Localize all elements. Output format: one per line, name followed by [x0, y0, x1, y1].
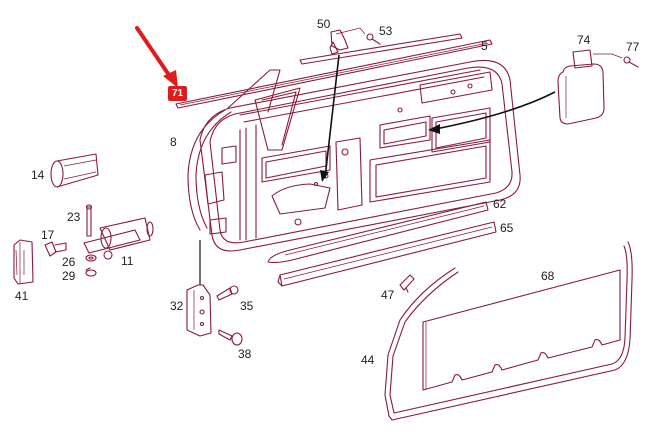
label-part-5: 5 — [481, 39, 488, 53]
part-77-screw — [593, 53, 639, 68]
part-14-stop-buffer — [50, 153, 99, 188]
label-part-11: 11 — [121, 254, 134, 268]
part-62-weatherstrip — [267, 201, 489, 264]
part-68-vapor-barrier — [422, 269, 621, 391]
part-29-clip — [85, 267, 97, 277]
label-part-32: 32 — [170, 299, 184, 313]
part-32-door-hinge — [186, 284, 212, 337]
part-11-check-strap — [83, 217, 154, 260]
leader-50 — [324, 54, 340, 179]
part-17-bolt — [44, 241, 67, 257]
part-71-channel-strip — [175, 39, 493, 109]
label-part-14: 14 — [31, 168, 45, 182]
label-part-44: 44 — [361, 353, 375, 367]
part-53-screw — [366, 33, 381, 45]
highlighted-part-callout[interactable]: 71 — [168, 86, 187, 101]
label-part-77: 77 — [626, 40, 640, 54]
label-part-38: 38 — [238, 347, 252, 361]
part-35-screw — [216, 285, 239, 301]
label-part-26: 26 — [62, 255, 76, 269]
red-arrow-icon — [135, 26, 178, 88]
part-50-bracket — [329, 27, 366, 55]
label-part-53: 53 — [379, 24, 393, 38]
label-part-23: 23 — [67, 210, 81, 224]
label-part-17: 17 — [41, 228, 55, 242]
label-part-50: 50 — [317, 17, 331, 31]
part-5-door-shell — [199, 33, 521, 252]
label-part-41: 41 — [15, 289, 29, 303]
part-23-pin — [85, 204, 93, 237]
part-65-sill-seal — [277, 221, 497, 287]
leader-74 — [429, 91, 556, 131]
label-part-8: 8 — [170, 135, 177, 149]
part-26-washer — [85, 254, 97, 262]
label-part-74: 74 — [577, 33, 591, 47]
part-38-screw — [218, 329, 243, 346]
callout-label: 71 — [171, 88, 184, 99]
label-part-35: 35 — [240, 299, 254, 313]
part-8-front-seal — [187, 109, 232, 231]
part-41-buffer-block — [13, 239, 34, 285]
label-part-62: 62 — [493, 197, 507, 211]
label-part-65: 65 — [500, 221, 514, 235]
part-44-inner-seal — [384, 241, 633, 421]
part-74-cover-cap — [557, 49, 605, 125]
label-part-68: 68 — [541, 269, 555, 283]
label-part-47: 47 — [381, 288, 395, 302]
part-47-clip — [399, 274, 415, 293]
label-part-29: 29 — [62, 269, 76, 283]
